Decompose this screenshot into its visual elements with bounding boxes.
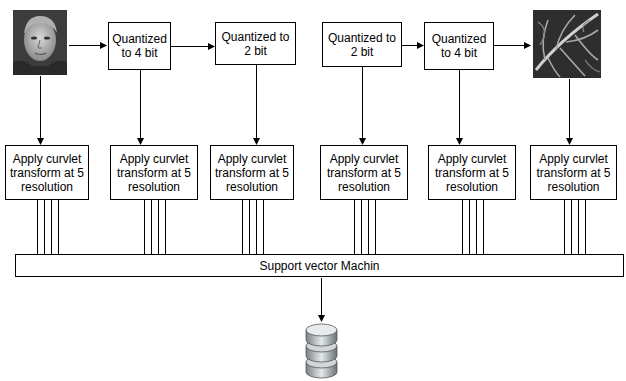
flow-arrow [171, 46, 209, 47]
transform-box: Apply curvlet transform at 5 resolution [428, 145, 516, 200]
flow-arrow [402, 45, 418, 46]
face-image [13, 10, 67, 75]
quantize-box: Quantized to 4 bit [108, 22, 171, 70]
arrow-head [456, 138, 463, 145]
texture-image [533, 10, 601, 78]
box-label: Apply curvlet transform at 5 resolution [324, 152, 404, 194]
feature-wires [38, 200, 59, 254]
arrow-head [417, 42, 424, 49]
feature-wires [145, 200, 166, 254]
feature-wires [355, 200, 376, 254]
flow-arrow [362, 67, 363, 139]
box-label: Apply curvlet transform at 5 resolution [214, 152, 290, 194]
arrow-head [253, 138, 260, 145]
quantize-box: Quantized to 4 bit [424, 22, 494, 70]
flow-arrow [140, 70, 141, 139]
arrow-head [359, 138, 366, 145]
box-label: Apply curvlet transform at 5 resolution [534, 152, 613, 194]
classifier-band: Support vector Machin [15, 254, 624, 277]
transform-box: Apply curvlet transform at 5 resolution [320, 145, 408, 200]
box-label: Quantized to 2 bit [326, 31, 398, 59]
transform-box: Apply curvlet transform at 5 resolution [530, 145, 617, 200]
box-label: Quantized to 4 bit [428, 32, 490, 60]
box-label: Quantized to 4 bit [112, 32, 167, 60]
feature-wires [243, 200, 264, 254]
flow-arrow [256, 65, 257, 139]
flow-arrow [459, 70, 460, 139]
database-icon [306, 324, 337, 378]
band-label: Support vector Machin [259, 259, 379, 273]
quantize-box: Quantized to 2 bit [215, 22, 296, 65]
feature-wires [565, 200, 586, 254]
box-label: Quantized to 2 bit [219, 30, 292, 58]
feature-wires [463, 200, 484, 254]
arrow-head [137, 138, 144, 145]
transform-box: Apply curvlet transform at 5 resolution [210, 145, 294, 200]
transform-box: Apply curvlet transform at 5 resolution [110, 145, 198, 200]
box-label: Apply curvlet transform at 5 resolution [114, 152, 194, 194]
box-label: Apply curvlet transform at 5 resolution [9, 152, 85, 194]
transform-box: Apply curvlet transform at 5 resolution [5, 145, 89, 200]
box-label: Apply curvlet transform at 5 resolution [432, 152, 512, 194]
quantize-box: Quantized to 2 bit [322, 22, 402, 67]
image-arrowheads [37, 42, 573, 322]
arrow-head [208, 43, 215, 50]
